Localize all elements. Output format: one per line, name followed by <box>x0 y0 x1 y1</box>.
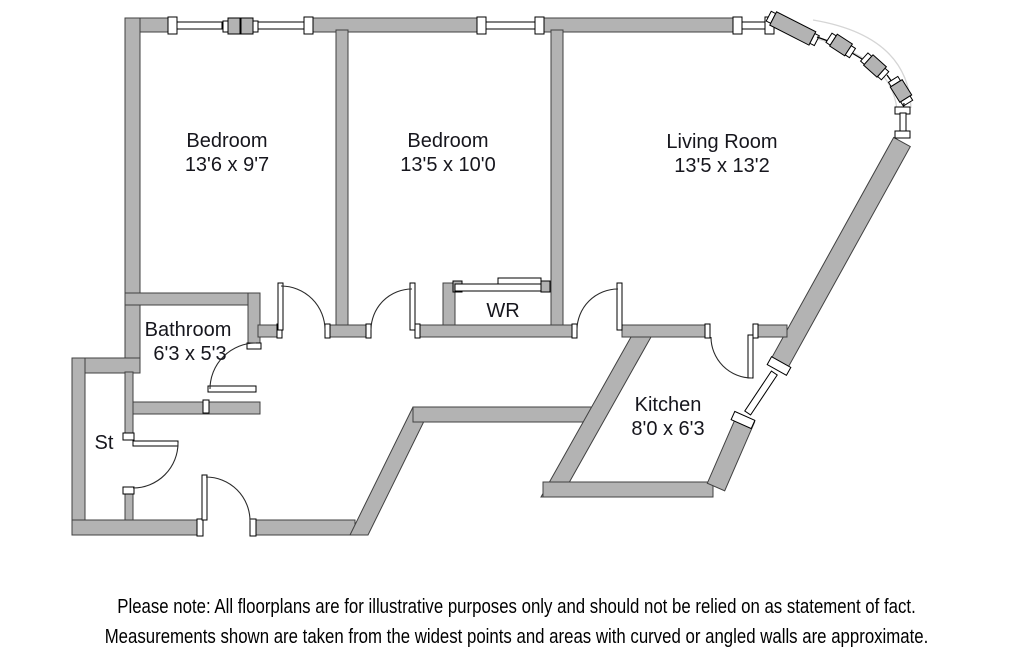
walls <box>71 17 911 536</box>
room-dims-bathroom: 6'3 x 5'3 <box>153 343 226 365</box>
window-cap <box>167 16 178 35</box>
room-labels: Bedroom 13'6 x 9'7 Bedroom 13'5 x 10'0 L… <box>95 130 778 454</box>
wall-hall-north-5 <box>756 324 788 338</box>
window-top-4 <box>741 21 766 30</box>
wall-hall-horizontal <box>412 406 596 423</box>
room-dims-bedroom-2: 13'5 x 10'0 <box>400 154 496 176</box>
wall-bathroom-bottom <box>124 401 261 415</box>
room-dims-kitchen: 8'0 x 6'3 <box>631 418 704 440</box>
window-cap <box>303 16 314 35</box>
window-top-1 <box>176 21 223 30</box>
door-arc-bathroom <box>209 342 257 390</box>
wall-divider-bed2-living <box>550 29 564 338</box>
door-jamb <box>324 323 331 339</box>
door-jamb <box>704 323 711 339</box>
wall-bottom-a <box>71 519 198 536</box>
window-top-3 <box>485 21 536 30</box>
door-leaf-kitchen <box>747 334 754 379</box>
door-arc-kitchen <box>710 336 753 379</box>
window-top-2 <box>256 21 306 30</box>
room-label-wr: WR <box>486 300 519 322</box>
window-mullion-b <box>240 17 254 35</box>
door-jamb <box>196 518 204 537</box>
disclaimer-line-1: Please note: All floorplans are for illu… <box>117 596 916 618</box>
wall-left <box>124 17 141 359</box>
window-kitchen-cap-upper <box>766 356 792 376</box>
wall-hall-north-3 <box>419 324 573 338</box>
bay-segment-stub <box>765 10 820 47</box>
window-bay-side <box>899 112 907 133</box>
door-jamb <box>571 323 578 339</box>
door-jamb <box>365 323 372 339</box>
window-mullion-cap-l <box>222 20 229 33</box>
door-jamb <box>202 399 210 414</box>
room-dims-living-room: 13'5 x 13'2 <box>674 155 770 177</box>
room-dims-bedroom-1: 13'6 x 9'7 <box>185 154 269 176</box>
room-label-bathroom: Bathroom <box>145 319 232 341</box>
bay-cap-lower <box>894 130 911 139</box>
door-arc-living-room <box>576 288 619 331</box>
room-label-bedroom-1: Bedroom <box>186 130 267 152</box>
door-leaf-storage <box>132 440 179 447</box>
window-mullion-cap-r <box>252 20 259 33</box>
window-wr <box>454 283 544 292</box>
door-arc-bedroom-2 <box>370 288 413 331</box>
window-kitchen-cap-lower <box>730 410 756 430</box>
door-jamb <box>122 486 135 495</box>
window-cap <box>476 16 487 35</box>
door-jamb <box>414 323 421 339</box>
door-jamb <box>249 518 257 537</box>
disclaimer-line-2: Measurements shown are taken from the wi… <box>104 626 929 648</box>
door-leaf-bedroom-2 <box>409 282 416 331</box>
wall-hall-north-4 <box>621 324 706 338</box>
room-label-kitchen: Kitchen <box>635 394 702 416</box>
wall-outer-left <box>71 357 86 536</box>
wall-hall-north-2 <box>329 324 367 338</box>
door-arc-bedroom-1 <box>280 285 326 331</box>
wall-hall-north-1 <box>257 324 279 338</box>
window-cap <box>534 16 545 35</box>
window-wr-jamb-r <box>540 280 551 293</box>
door-jamb <box>122 432 135 441</box>
doors <box>132 282 754 522</box>
door-leaf-bedroom-1 <box>277 282 284 331</box>
window-cap <box>732 16 743 35</box>
wall-top-c <box>543 17 734 33</box>
window-mullion-a <box>227 17 241 35</box>
room-label-storage: St <box>95 432 114 454</box>
door-leaf-entry <box>201 474 208 521</box>
room-label-living-room: Living Room <box>666 131 777 153</box>
wall-angled-upper <box>769 136 911 372</box>
windows <box>122 10 914 537</box>
wall-divider-bed1-bed2 <box>335 29 349 338</box>
bay-connector <box>851 52 863 60</box>
bay-segment-2 <box>859 52 890 81</box>
wall-kitchen-bottom <box>542 481 714 498</box>
door-arc-storage <box>132 442 179 489</box>
wall-st-upper <box>124 371 134 441</box>
door-arc-entry <box>205 476 251 522</box>
wall-bottom-b <box>249 519 356 536</box>
bay-segment-1 <box>825 32 857 59</box>
door-leaf-bathroom <box>207 385 257 393</box>
door-jamb <box>752 323 759 339</box>
wall-bathroom-top <box>124 292 261 306</box>
wall-hall-diagonal <box>349 406 432 536</box>
room-label-bedroom-2: Bedroom <box>407 130 488 152</box>
disclaimer: Please note: All floorplans are for illu… <box>83 592 951 652</box>
wr-step-line <box>497 277 542 284</box>
door-leaf-living-room <box>616 282 623 331</box>
window-kitchen <box>744 370 778 416</box>
